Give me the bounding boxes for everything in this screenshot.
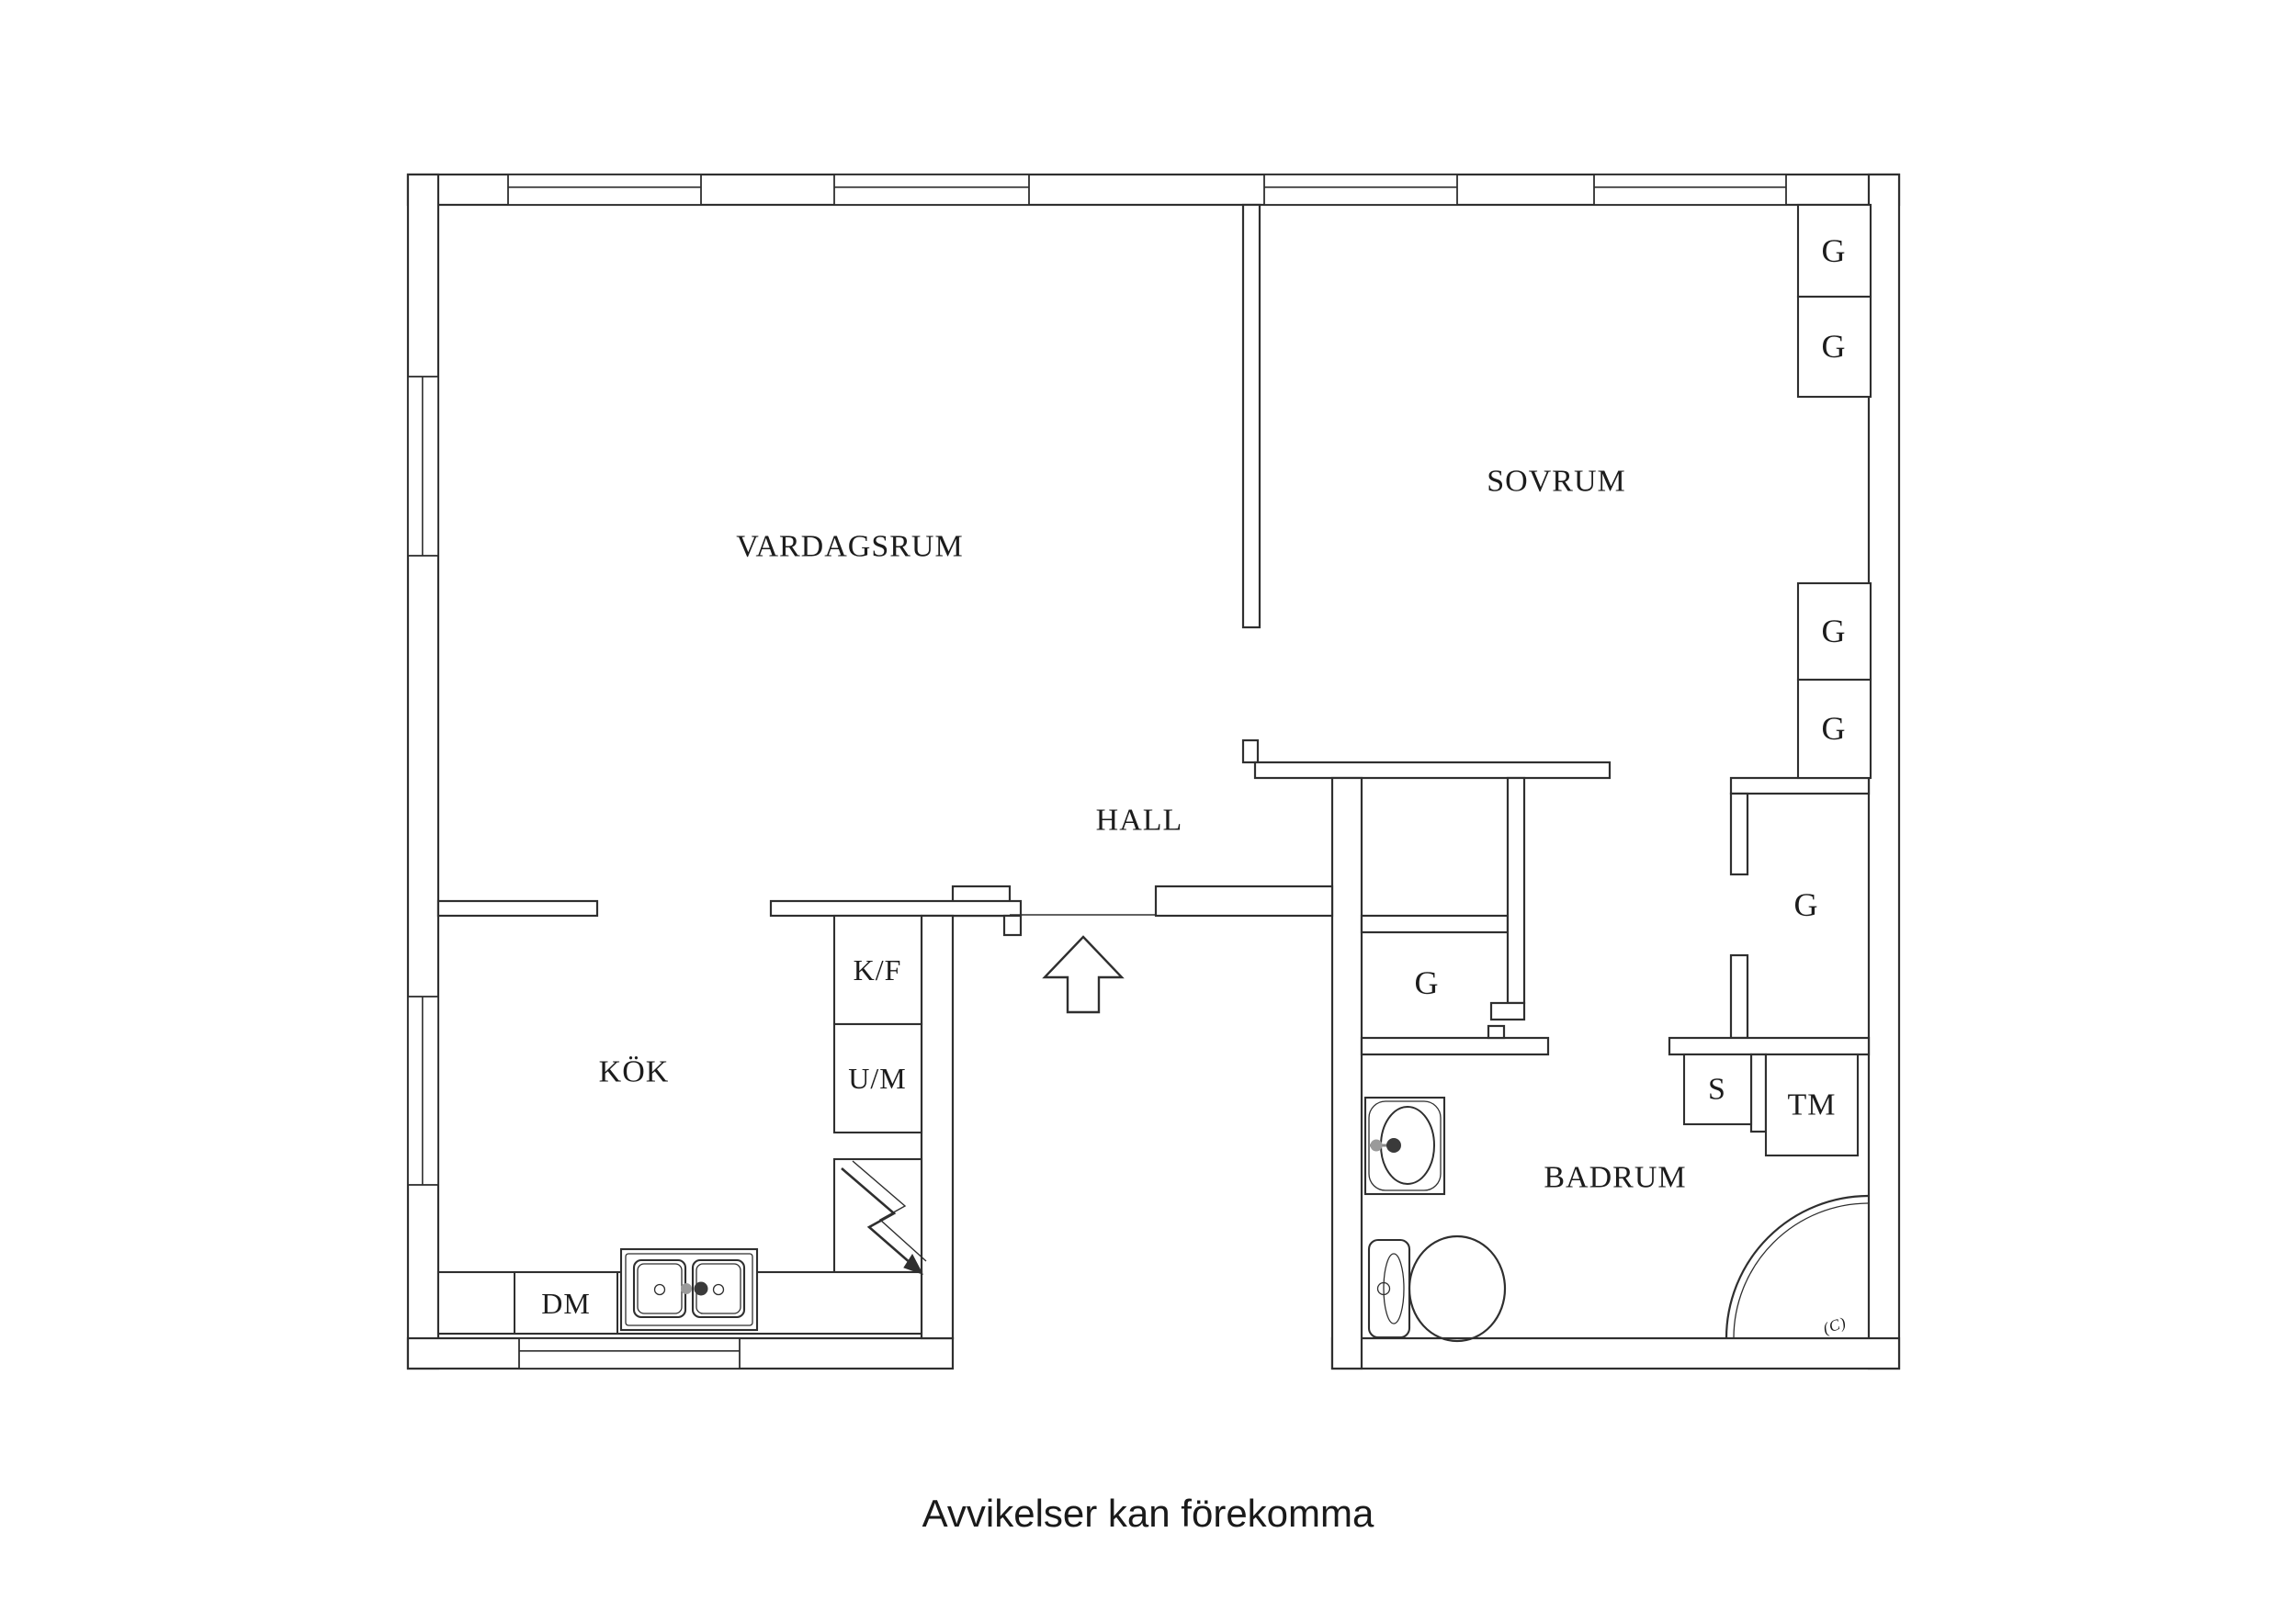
wall-kok-north-right <box>769 899 1023 918</box>
top-window-3 <box>1263 174 1458 206</box>
kitchen-sink-unit-inner <box>625 1253 753 1326</box>
washing-machine-box <box>1764 1053 1860 1157</box>
kitchen-faucet-knob-icon <box>681 1283 692 1294</box>
closet-label-g3: G <box>1822 613 1847 649</box>
toilet-flush-button <box>1376 1281 1391 1296</box>
top-window-1 <box>507 174 702 206</box>
kitchen-sink-drain-left <box>653 1283 666 1296</box>
kitchen-faucet-icon <box>694 1281 708 1296</box>
appliance-label-s: S <box>1708 1073 1726 1107</box>
shaft-s-box <box>1682 1053 1753 1126</box>
closet-label-g-hall: G <box>1415 964 1440 1001</box>
wall-hall-closet-north <box>1360 914 1510 934</box>
wall-g-room-left-upper <box>1729 792 1749 876</box>
wall-kok-north-step <box>1002 914 1023 937</box>
appliance-label-kf: K/F <box>854 953 902 986</box>
shower-curve-outer <box>1725 1194 1870 1339</box>
wall-vardagsrum-sovrum-divider <box>1241 203 1261 629</box>
disclaimer-caption: Avvikelser kan förekomma <box>922 1492 1374 1535</box>
stove-box <box>832 1157 923 1274</box>
closet-label-g4: G <box>1822 710 1847 747</box>
wall-g-room-left-lower <box>1729 953 1749 1040</box>
room-label-kok: KÖK <box>599 1055 670 1089</box>
wall-outer-bottom-right <box>1330 1336 1901 1370</box>
toilet-bowl <box>1408 1234 1507 1343</box>
wall-kok-east <box>920 914 955 1340</box>
entrance-arrow-icon <box>1042 935 1125 1014</box>
wall-s-tm-divider <box>1749 1053 1768 1133</box>
appliance-label-um: U/M <box>848 1062 906 1095</box>
top-window-2 <box>833 174 1030 206</box>
fridge-freezer-box <box>832 914 923 1026</box>
bath-faucet-icon <box>1386 1138 1401 1153</box>
kitchen-sink-bowl-right <box>691 1258 746 1319</box>
wall-badrum-north-west <box>1360 1036 1550 1056</box>
appliance-label-dm: DM <box>541 1287 591 1320</box>
wardrobe-g1 <box>1796 203 1872 299</box>
kitchen-sink-bowl-left <box>632 1258 687 1319</box>
closet-label-g1: G <box>1822 232 1847 269</box>
toilet-cistern-detail <box>1383 1253 1405 1324</box>
bath-faucet-knob-icon <box>1370 1139 1383 1152</box>
stove-bolt-arrowhead <box>903 1254 924 1275</box>
wall-hall-south-right <box>1154 885 1334 918</box>
room-label-sovrum: SOVRUM <box>1487 465 1625 499</box>
wall-hall-closet-east <box>1506 776 1526 1005</box>
room-label-hall: HALL <box>1096 804 1183 838</box>
shower-curve-inner <box>1733 1202 1870 1339</box>
stove-bolt-icon-outline <box>852 1160 927 1262</box>
wall-outer-right <box>1867 173 1901 1370</box>
wall-hall-north-stub <box>1241 738 1260 764</box>
wall-hall-north <box>1253 761 1612 780</box>
top-window-4 <box>1593 174 1787 206</box>
wall-sovrum-closet-south <box>1729 776 1871 795</box>
wall-kok-north-left <box>436 899 599 918</box>
wardrobe-g4 <box>1796 678 1872 780</box>
wall-hall-closet-east-foot <box>1489 1001 1526 1021</box>
room-label-badrum: BADRUM <box>1544 1161 1686 1195</box>
wall-badrum-west <box>1330 776 1363 1370</box>
wall-badrum-door-stop <box>1487 1024 1506 1040</box>
wall-badrum-north-east <box>1668 1036 1871 1056</box>
oven-micro-box <box>832 1022 923 1134</box>
closet-label-g-room: G <box>1794 886 1819 923</box>
wardrobe-g2 <box>1796 295 1872 399</box>
closet-label-g2: G <box>1822 328 1847 365</box>
copyright-watermark: (C) <box>1821 1313 1849 1337</box>
room-label-vardagsrum: VARDAGSRUM <box>736 530 963 564</box>
appliance-label-tm: TM <box>1788 1088 1837 1122</box>
wall-outer-left <box>406 173 440 1370</box>
bottom-window <box>518 1337 741 1369</box>
wardrobe-g3 <box>1796 581 1872 682</box>
kitchen-sink-drain-right <box>712 1283 725 1296</box>
